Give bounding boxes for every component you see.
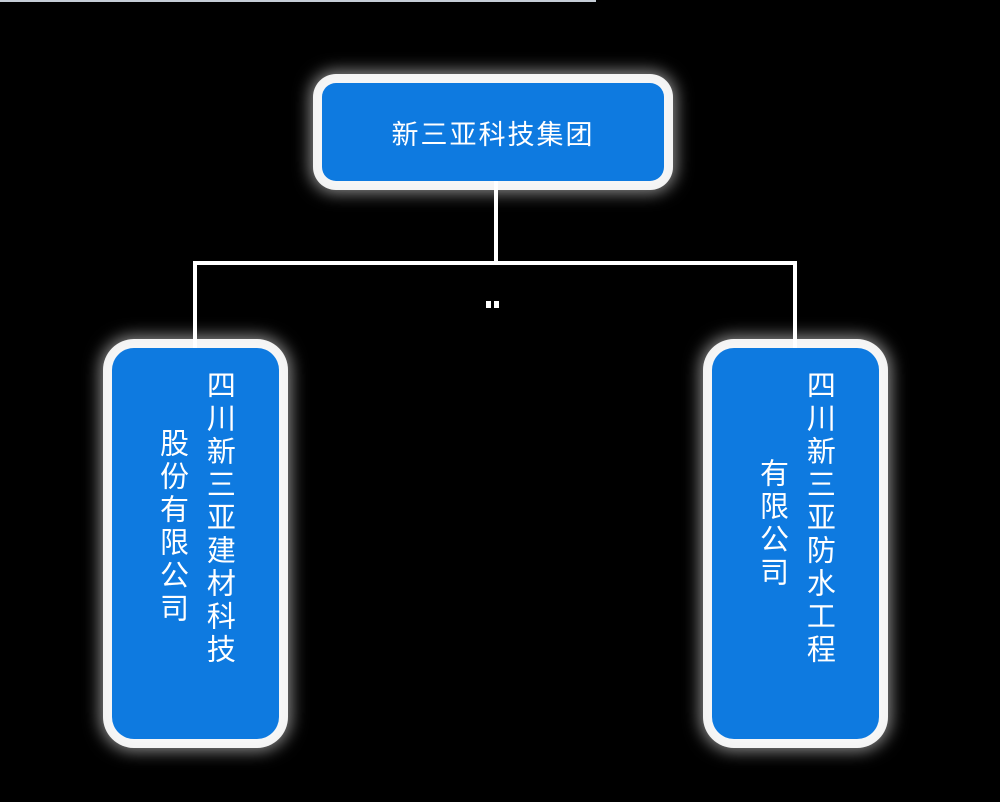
connector-horizontal-bus-secondary — [0, 0, 596, 2]
org-node-root[interactable]: 新三亚科技集团 — [322, 83, 664, 181]
connector-right-branch — [793, 261, 797, 349]
org-node-right-label-column-1: 四川新三亚防水工程 — [802, 370, 837, 667]
org-node-right-label-column-2: 有限公司 — [755, 458, 790, 590]
org-node-left-label-column-1: 四川新三亚建材科技 — [202, 370, 237, 667]
org-node-left-label-column-2: 股份有限公司 — [155, 428, 190, 626]
connector-left-branch — [193, 261, 197, 349]
org-node-root-label: 新三亚科技集团 — [391, 119, 595, 151]
org-node-left-subsidiary[interactable]: 四川新三亚建材科技 股份有限公司 — [112, 348, 279, 739]
org-node-right-subsidiary[interactable]: 四川新三亚防水工程 有限公司 — [712, 348, 879, 739]
connector-horizontal-bus — [193, 261, 797, 265]
vertical-text-block-left: 四川新三亚建材科技 股份有限公司 — [112, 348, 279, 739]
bus-marker-dot-2 — [494, 301, 499, 308]
vertical-text-block-right: 四川新三亚防水工程 有限公司 — [712, 348, 879, 739]
bus-marker-dot-1 — [486, 301, 491, 308]
connector-root-down — [494, 180, 498, 264]
